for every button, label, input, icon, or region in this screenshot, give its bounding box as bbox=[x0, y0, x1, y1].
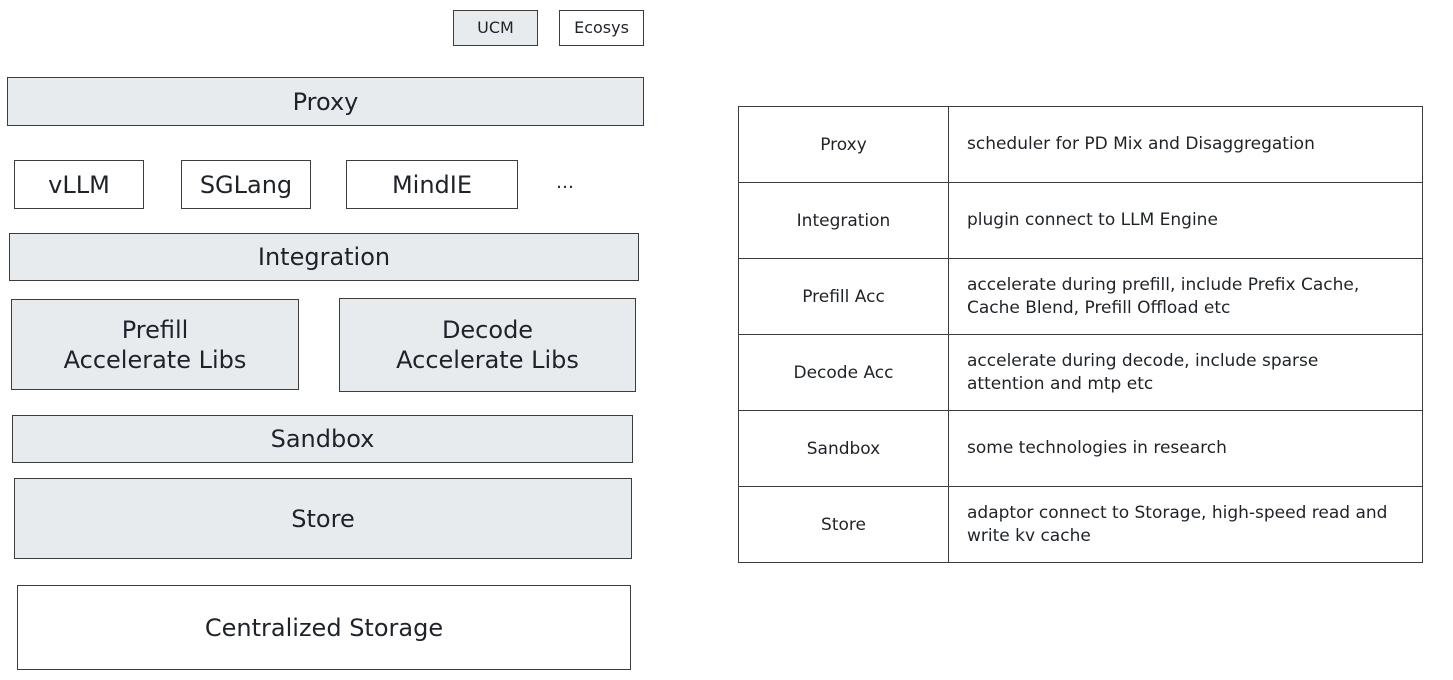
component-name: Integration bbox=[738, 182, 949, 259]
engine-sglang: SGLang bbox=[181, 160, 311, 209]
legend-ucm: UCM bbox=[453, 10, 538, 46]
integration-layer: Integration bbox=[9, 233, 639, 281]
decode-accelerate-libs: Decode Accelerate Libs bbox=[339, 298, 636, 392]
component-name: Sandbox bbox=[738, 410, 949, 487]
component-description: plugin connect to LLM Engine bbox=[948, 182, 1423, 259]
table-row: Proxy scheduler for PD Mix and Disaggreg… bbox=[738, 106, 1423, 183]
centralized-storage: Centralized Storage bbox=[17, 585, 631, 670]
engine-vllm: vLLM bbox=[14, 160, 144, 209]
component-name: Store bbox=[738, 486, 949, 563]
more-engines-ellipsis: … bbox=[556, 172, 575, 193]
engine-mindie: MindIE bbox=[346, 160, 518, 209]
component-description: scheduler for PD Mix and Disaggregation bbox=[948, 106, 1423, 183]
table-row: Sandbox some technologies in research bbox=[738, 410, 1423, 487]
component-description: accelerate during decode, include sparse… bbox=[948, 334, 1423, 411]
component-name: Proxy bbox=[738, 106, 949, 183]
table-row: Integration plugin connect to LLM Engine bbox=[738, 182, 1423, 259]
proxy-layer: Proxy bbox=[7, 77, 644, 126]
store-layer: Store bbox=[14, 478, 632, 559]
component-name: Prefill Acc bbox=[738, 258, 949, 335]
description-table: Proxy scheduler for PD Mix and Disaggreg… bbox=[738, 106, 1423, 563]
prefill-accelerate-libs: Prefill Accelerate Libs bbox=[11, 299, 299, 390]
legend-ecosys: Ecosys bbox=[559, 10, 644, 46]
component-description: accelerate during prefill, include Prefi… bbox=[948, 258, 1423, 335]
component-name: Decode Acc bbox=[738, 334, 949, 411]
component-description: adaptor connect to Storage, high-speed r… bbox=[948, 486, 1423, 563]
sandbox-layer: Sandbox bbox=[12, 415, 633, 463]
table-row: Prefill Acc accelerate during prefill, i… bbox=[738, 258, 1423, 335]
table-row: Decode Acc accelerate during decode, inc… bbox=[738, 334, 1423, 411]
table-row: Store adaptor connect to Storage, high-s… bbox=[738, 486, 1423, 563]
component-description: some technologies in research bbox=[948, 410, 1423, 487]
